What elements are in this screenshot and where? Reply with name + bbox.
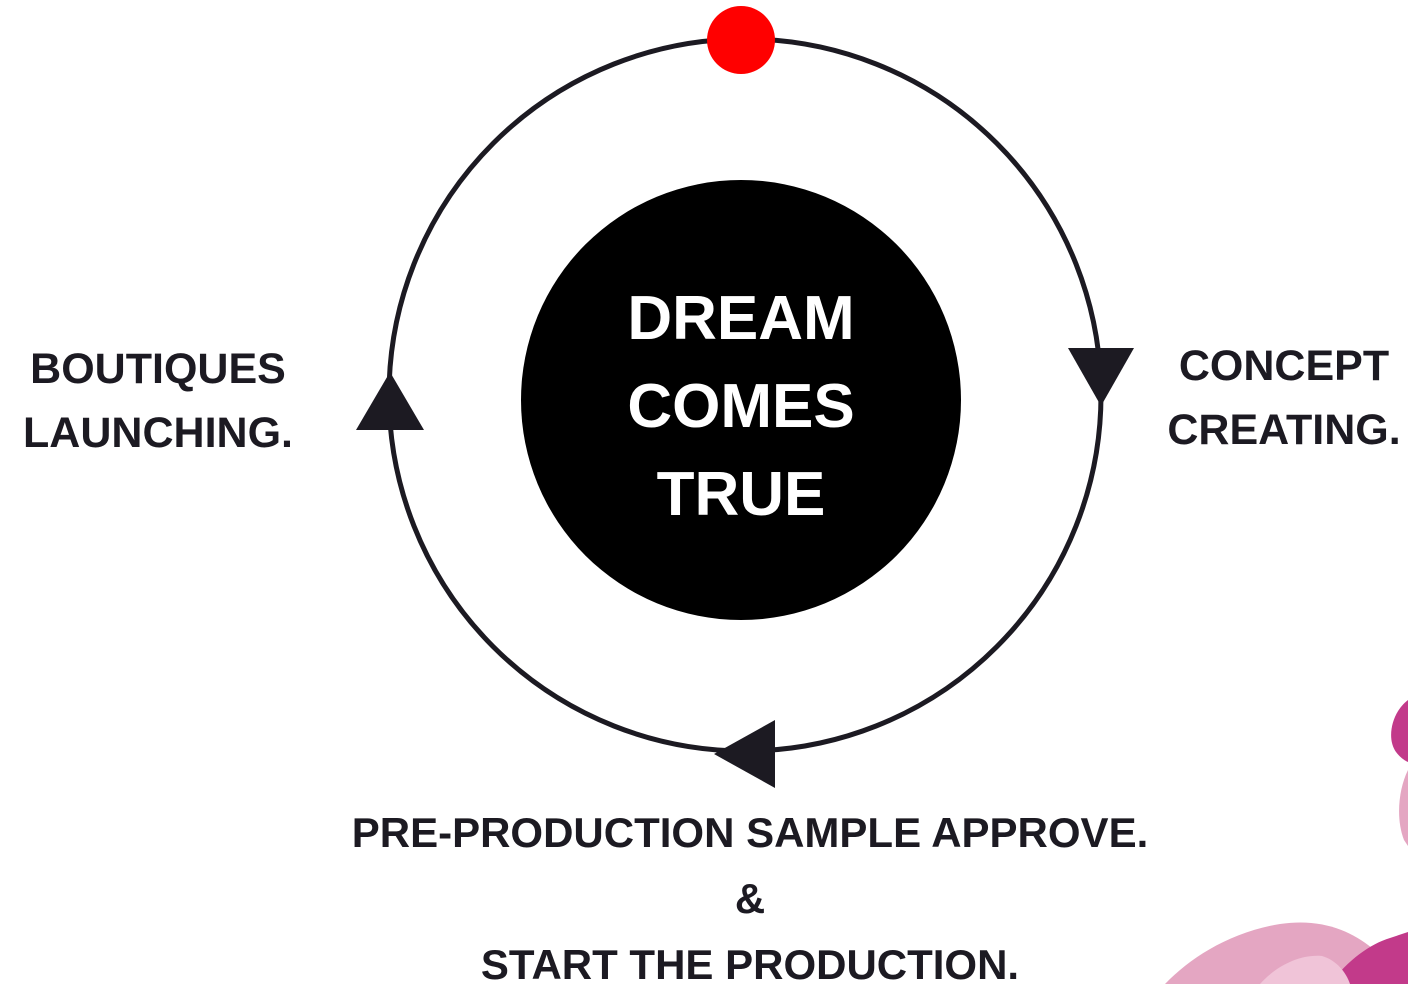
- center-circle: [521, 180, 961, 620]
- flower-petal: [1260, 955, 1350, 984]
- center-label-line: TRUE: [656, 460, 826, 529]
- flower-petal: [1165, 922, 1402, 984]
- stage-label-line: CONCEPT: [1178, 342, 1390, 390]
- stage-label-line: PRE-PRODUCTION SAMPLE APPROVE.: [351, 809, 1149, 856]
- flower-petal: [1391, 700, 1408, 762]
- arrow-down-icon: [1068, 348, 1134, 406]
- center-label-line: COMES: [627, 372, 855, 441]
- center-label-line: DREAM: [627, 284, 855, 353]
- stage-label-line: START THE PRODUCTION.: [480, 941, 1020, 984]
- stage-label-boutiques-launching: BOUTIQUES LAUNCHING.: [8, 337, 308, 465]
- stage-label-line: BOUTIQUES: [30, 345, 286, 393]
- stage-label-line: &: [734, 875, 766, 922]
- stage-label-concept-creating: CONCEPT CREATING.: [1160, 334, 1408, 462]
- flower-petal: [1330, 932, 1408, 984]
- flower-petal: [1399, 770, 1408, 846]
- arrow-left-icon: [714, 720, 775, 788]
- arrow-up-icon: [356, 372, 424, 430]
- stage-label-production: PRE-PRODUCTION SAMPLE APPROVE. & START T…: [300, 800, 1200, 984]
- center-label: DREAM COMES TRUE: [521, 275, 961, 539]
- stage-label-line: CREATING.: [1167, 406, 1401, 454]
- flower-decoration: [1165, 700, 1408, 984]
- start-dot: [707, 6, 775, 74]
- stage-label-line: LAUNCHING.: [23, 409, 293, 457]
